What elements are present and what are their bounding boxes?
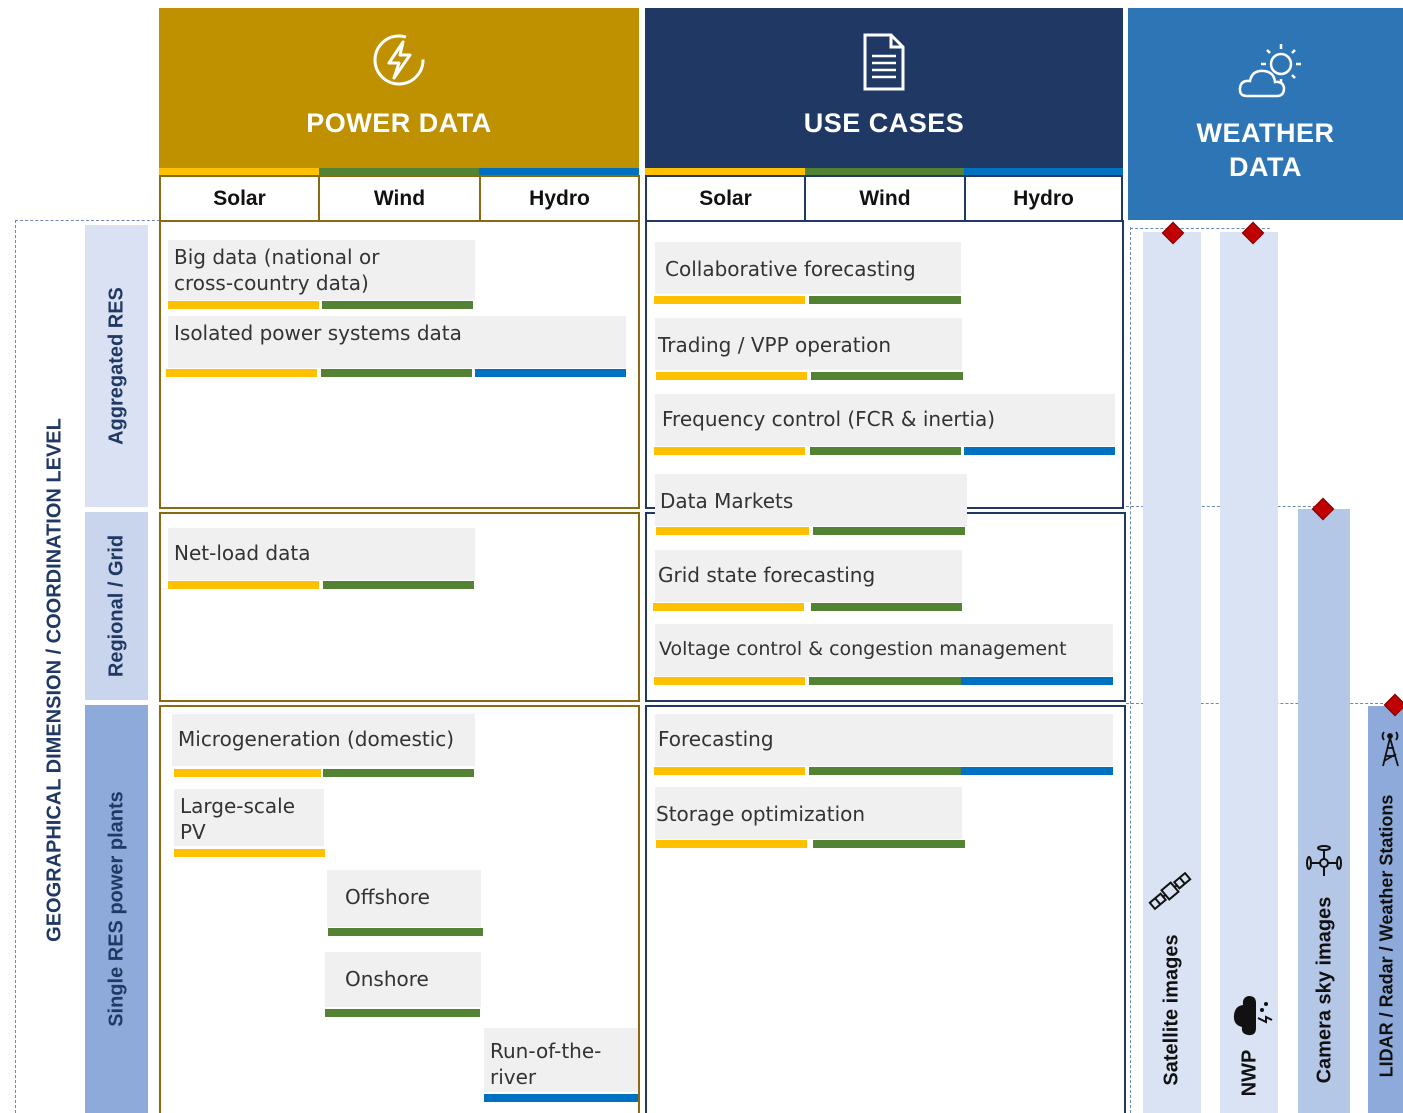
bar-wind [325,1009,480,1017]
radio-tower-icon [1381,731,1399,767]
bar-hydro [475,369,626,377]
use-tab-hydro: Hydro [964,175,1123,222]
power-tab-hydro: Hydro [479,175,640,222]
column-satellite [1143,232,1201,1113]
item-river-line1: Run-of-the- [490,1039,602,1063]
bar-solar [653,603,804,611]
use-hydro-stripe [964,168,1123,175]
bar-solar [656,840,807,848]
camera-label: Camera sky images [1313,896,1336,1084]
use-wind-stripe [805,168,964,175]
item-frequency: Frequency control (FCR & inertia) [655,394,1115,446]
power-tab-solar: Solar [159,175,320,222]
item-grid-state: Grid state forecasting [655,550,962,602]
item-collaborative: Collaborative forecasting [655,242,961,294]
item-storage: Storage optimization [655,787,962,839]
bar-hydro [964,447,1115,455]
power-data-title: POWER DATA [306,108,492,138]
lightning-icon [373,34,425,86]
satellite-icon [1148,871,1192,911]
column-lidar [1368,706,1403,1113]
bar-wind [813,527,965,535]
item-run-of-river: Run-of-the- river [484,1028,638,1092]
power-wind-stripe [319,168,479,175]
bar-wind [809,677,961,685]
axis-frame [15,220,160,1113]
nwp-label: NWP [1238,1049,1261,1096]
power-tab-wind: Wind [318,175,481,222]
weather-dash-top [1130,228,1270,229]
bar-solar [168,301,319,309]
item-isolated: Isolated power systems data [168,316,626,368]
row-label-single: Single RES power plants [85,705,148,1113]
drone-icon [1306,845,1342,876]
item-trading: Trading / VPP operation [655,318,962,370]
axis-label: GEOGRAPHICAL DIMENSION / COORDINATION LE… [43,418,66,942]
weather-frame-left [1130,227,1131,1113]
bar-hydro [961,767,1113,775]
power-hydro-stripe [479,168,639,175]
use-tab-solar: Solar [645,175,806,222]
item-river-line2: river [490,1065,537,1089]
item-forecasting: Forecasting [655,714,1113,766]
item-onshore: Onshore [325,952,481,1007]
bar-solar [654,296,805,304]
bar-wind [323,769,474,777]
bar-solar [168,581,319,589]
bar-wind [811,603,962,611]
item-data-markets: Data Markets [655,474,967,526]
bar-hydro [484,1094,638,1102]
weather-title-line2: DATA [1229,152,1302,182]
storm-cloud-icon [1233,996,1273,1036]
item-large-pv: Large-scale PV [174,789,324,846]
bar-hydro [961,677,1113,685]
lidar-label: LIDAR / Radar / Weather Stations [1376,794,1397,1077]
item-large-pv-line2: PV [180,820,206,844]
item-large-pv-line1: Large-scale [180,794,296,818]
item-microgeneration: Microgeneration (domestic) [172,714,475,766]
bar-solar [174,849,325,857]
column-nwp [1220,232,1278,1113]
item-big-data-line2: cross-country data) [174,271,369,295]
bar-solar [174,769,321,777]
use-cases-title: USE CASES [803,108,965,138]
use-solar-stripe [645,168,805,175]
item-big-data-line1: Big data (national or [174,245,380,269]
use-cases-header: USE CASES [645,8,1123,168]
bar-wind [813,840,965,848]
weather-data-header: WEATHER DATA [1128,8,1403,220]
item-offshore: Offshore [327,870,481,927]
bar-wind [809,767,961,775]
column-camera [1298,509,1350,1113]
power-solar-stripe [159,168,319,175]
row-label-regional: Regional / Grid [85,512,148,700]
bar-wind [328,928,483,936]
satellite-label: Satellite images [1160,934,1183,1086]
bar-wind [321,369,472,377]
bar-solar [166,369,317,377]
document-icon [863,33,905,91]
use-tab-wind: Wind [804,175,966,222]
bar-solar [654,767,805,775]
bar-wind [323,581,474,589]
bar-solar [654,677,805,685]
power-data-header: POWER DATA [159,8,639,168]
bar-wind [809,296,961,304]
cloud-sun-icon [1238,44,1301,98]
row-label-aggregated: Aggregated RES [85,225,148,507]
bar-solar [656,372,807,380]
bar-solar [656,527,809,535]
bar-wind [811,372,963,380]
item-net-load: Net-load data [168,528,475,580]
item-big-data: Big data (national or cross-country data… [168,240,475,300]
bar-solar [654,447,805,455]
bar-wind [810,447,961,455]
item-voltage: Voltage control & congestion management [655,624,1113,676]
weather-title-line1: WEATHER [1196,118,1335,148]
bar-wind [322,301,473,309]
